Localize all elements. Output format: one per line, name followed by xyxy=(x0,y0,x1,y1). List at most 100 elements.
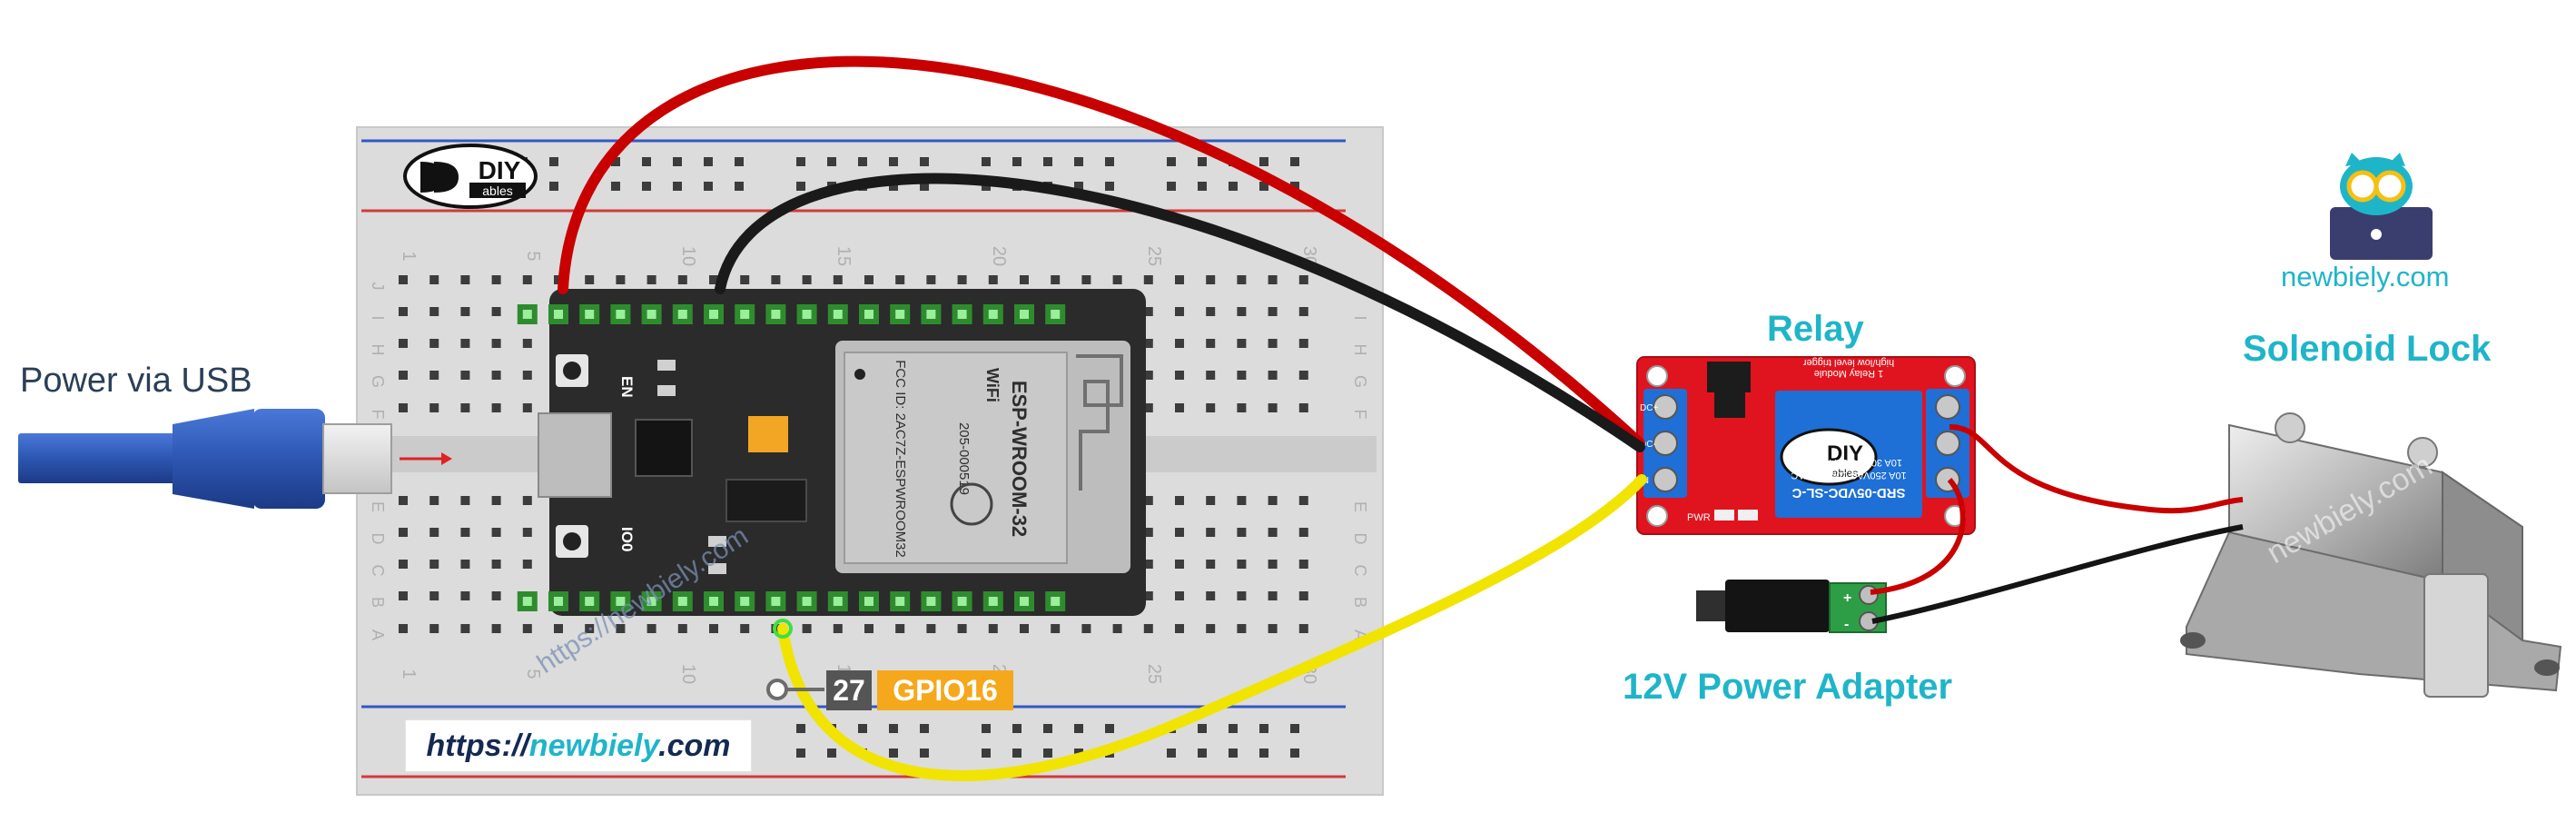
breadboard-hole xyxy=(460,403,470,412)
url-suffix: .com xyxy=(658,729,731,763)
header-pin-highlight xyxy=(926,310,936,319)
row-letter: F xyxy=(369,410,387,420)
breadboard-hole xyxy=(1143,528,1153,537)
breadboard-hole xyxy=(796,182,805,191)
breadboard-hole xyxy=(399,275,408,284)
breadboard-hole xyxy=(429,275,439,284)
breadboard-hole xyxy=(889,749,898,758)
breadboard-hole xyxy=(677,275,687,284)
breadboard-hole xyxy=(1290,182,1299,191)
header-pin-highlight xyxy=(895,310,905,319)
breadboard-hole xyxy=(1043,157,1052,166)
breadboard-hole xyxy=(1298,560,1308,569)
breadboard-hole xyxy=(1206,496,1216,505)
breadboard-hole xyxy=(926,624,936,633)
breadboard-hole xyxy=(1175,371,1184,380)
breadboard-hole xyxy=(1206,339,1216,348)
breadboard-hole xyxy=(460,307,470,316)
column-number: 15 xyxy=(834,246,854,266)
breadboard-hole xyxy=(1143,560,1153,569)
breadboard-hole xyxy=(1020,275,1029,284)
breadboard-hole xyxy=(1268,307,1278,316)
header-pin-highlight xyxy=(522,310,532,319)
gpio-indicator xyxy=(766,619,824,700)
breadboard-hole xyxy=(1268,371,1278,380)
breadboard-hole xyxy=(1198,724,1207,733)
breadboard-hole xyxy=(1237,528,1247,537)
breadboard-hole xyxy=(864,275,873,284)
breadboard-hole xyxy=(429,371,439,380)
breadboard-hole xyxy=(1206,591,1216,600)
breadboard-hole xyxy=(1298,339,1308,348)
breadboard-hole xyxy=(399,528,408,537)
breadboard-hole xyxy=(1175,624,1184,633)
breadboard-hole xyxy=(1175,275,1184,284)
wire-red-adapter xyxy=(1870,478,1966,595)
relay-title: 1 Relay Module xyxy=(1814,368,1883,379)
row-letter: I xyxy=(1351,315,1369,320)
breadboard-hole xyxy=(429,307,439,316)
breadboard-hole xyxy=(1237,560,1247,569)
breadboard-hole xyxy=(709,624,718,633)
breadboard-hole xyxy=(1143,624,1153,633)
breadboard-hole xyxy=(522,496,532,505)
breadboard-hole xyxy=(642,182,651,191)
pin-dc-minus: DC- xyxy=(1640,440,1656,450)
url-label[interactable]: https://newbiely.com xyxy=(405,719,752,772)
row-letter: A xyxy=(369,630,387,640)
breadboard-hole xyxy=(771,275,781,284)
breadboard-hole xyxy=(1012,724,1022,733)
column-number: 10 xyxy=(678,246,698,266)
breadboard-hole xyxy=(920,157,929,166)
wire-yellow-signal xyxy=(777,474,1647,781)
breadboard-hole xyxy=(1298,371,1308,380)
fcc-id: FCC ID: 2AC7Z-ESPWROOM32 xyxy=(893,360,908,558)
breadboard-hole xyxy=(522,560,532,569)
usb-plug xyxy=(322,423,392,494)
breadboard-hole xyxy=(549,182,558,191)
breadboard-hole xyxy=(1237,339,1247,348)
header-pin-highlight xyxy=(740,310,750,319)
header-pin-highlight xyxy=(616,310,626,319)
breadboard-hole xyxy=(460,496,470,505)
breadboard-hole xyxy=(1143,591,1153,600)
relay-module: DIY ables SRD-05VDC-SL-C 10A 250VAC 10A … xyxy=(1636,356,1976,535)
breadboard-hole xyxy=(802,275,812,284)
breadboard-hole xyxy=(673,182,682,191)
breadboard-hole xyxy=(709,275,718,284)
breadboard-hole xyxy=(399,339,408,348)
breadboard-hole xyxy=(1198,157,1207,166)
breadboard-hole xyxy=(988,275,998,284)
header-pin-highlight xyxy=(677,597,687,606)
breadboard-hole xyxy=(827,749,836,758)
breadboard-hole xyxy=(1298,624,1308,633)
breadboard-hole xyxy=(429,591,439,600)
breadboard-hole xyxy=(429,624,439,633)
breadboard-hole xyxy=(982,157,991,166)
relay-rating-2: 10A 30VDC 10A 28VDC xyxy=(1795,457,1902,468)
breadboard-hole xyxy=(1175,591,1184,600)
module-code: 205-000519 xyxy=(956,422,972,495)
breadboard-hole xyxy=(1237,624,1247,633)
wire-red-vcc xyxy=(558,55,1645,449)
breadboard-hole xyxy=(740,624,750,633)
row-letter: J xyxy=(369,283,387,291)
breadboard-hole xyxy=(1020,624,1029,633)
breadboard-hole xyxy=(920,749,929,758)
breadboard-hole xyxy=(1298,528,1308,537)
wires xyxy=(558,55,2244,781)
breadboard-hole xyxy=(1268,496,1278,505)
breadboard-hole xyxy=(491,496,501,505)
breadboard-hole xyxy=(1268,560,1278,569)
breadboard-hole xyxy=(858,157,867,166)
header-pin-highlight xyxy=(957,310,967,319)
label-12v-power-adapter: 12V Power Adapter xyxy=(1623,667,1953,707)
breadboard-hole xyxy=(460,624,470,633)
relay-logo-diy: DIY xyxy=(1827,441,1863,466)
breadboard-hole xyxy=(895,624,905,633)
header-pin-highlight xyxy=(554,310,563,319)
breadboard-hole xyxy=(460,371,470,380)
breadboard-hole xyxy=(429,403,439,412)
breadboard-hole xyxy=(585,624,595,633)
breadboard-hole xyxy=(1290,157,1299,166)
